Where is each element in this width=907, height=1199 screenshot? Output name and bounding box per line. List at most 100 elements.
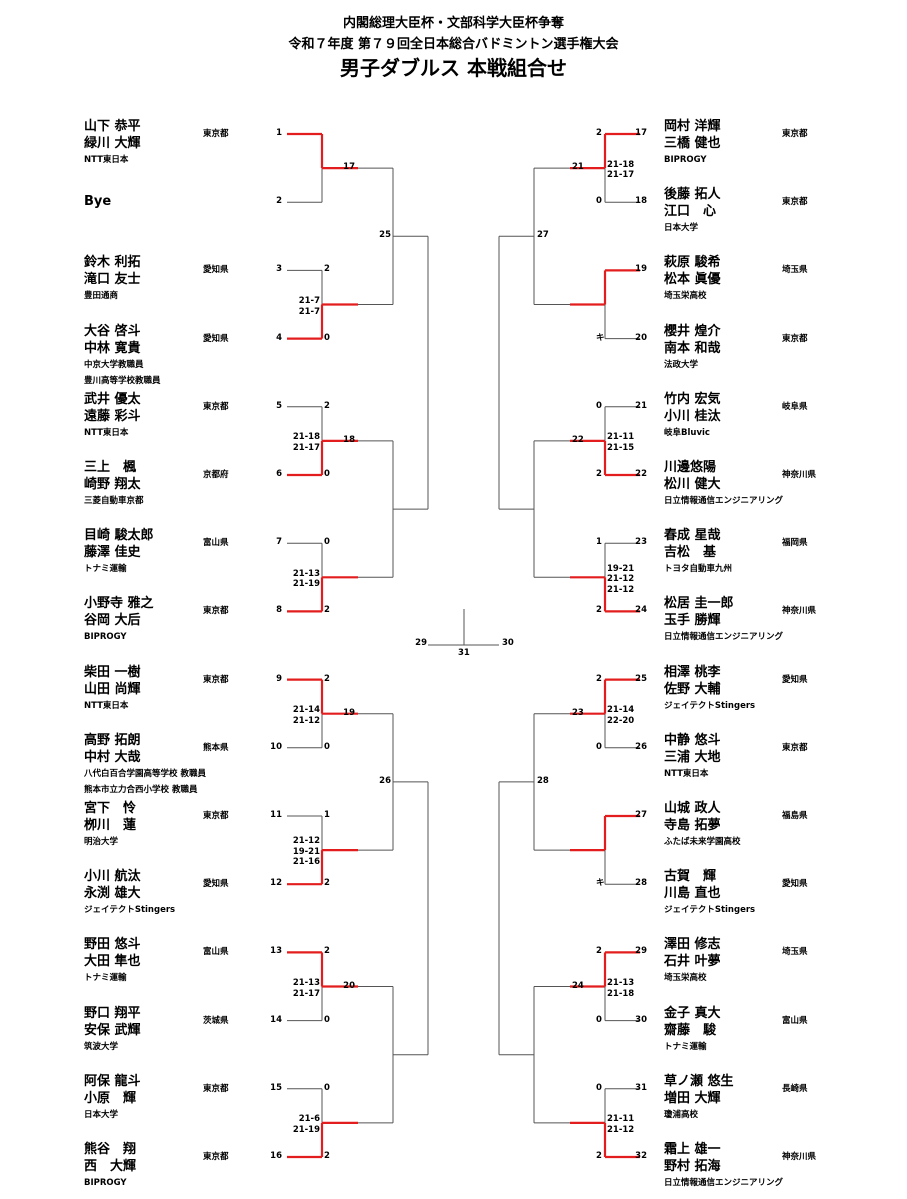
draw-number: 12 (270, 878, 282, 889)
player-name: 草ノ瀬 悠生 (664, 1073, 734, 1089)
draw-number: 2 (276, 196, 282, 207)
match-number: 28 (537, 775, 549, 786)
match-game-count: 0 (596, 1082, 602, 1093)
team-name: 瓊浦高校 (664, 1109, 699, 1120)
player-entry: 草ノ瀬 悠生増田 大輝瓊浦高校 (664, 1073, 734, 1123)
team-name: 三菱自動車京都 (84, 496, 144, 506)
match-game-count: 2 (324, 878, 330, 889)
match-game-count: 2 (596, 605, 602, 616)
match-game-count: 0 (596, 400, 602, 411)
draw-number: 10 (270, 741, 282, 752)
prefecture-label: 愛知県 (782, 674, 808, 685)
prefecture-label: 富山県 (782, 1015, 808, 1026)
draw-number: 22 (635, 469, 647, 479)
player-name: 竹内 宏気 (664, 391, 721, 407)
prefecture-label: 愛知県 (203, 879, 229, 890)
draw-number: 9 (276, 673, 282, 684)
match-game-count: 0 (596, 1014, 602, 1025)
team-name: 中京大学教職員 (84, 359, 144, 370)
player-name: 松居 圭一郎 (664, 596, 734, 612)
player-entry: 古賀 輝川島 直也ジェイテクトStingers (664, 868, 755, 918)
player-name: 安保 武輝 (84, 1022, 141, 1038)
game-score: 21-11 (607, 432, 635, 443)
player-name: 中林 寛貴 (84, 340, 141, 356)
player-name: 崎野 翔太 (84, 477, 141, 492)
prefecture-label: 茨城県 (203, 1015, 229, 1026)
game-score: 21-12 (292, 715, 320, 726)
player-entry: 大谷 啓斗中林 寛貴中京大学教職員豊川高等学校教職員 (84, 323, 161, 389)
game-score: 19-21 (607, 563, 635, 574)
prefecture-label: 神奈川県 (782, 1152, 817, 1162)
team-name: 埼玉栄高校 (664, 291, 707, 302)
player-name: 古賀 輝 (664, 869, 717, 885)
game-score: 21-13 (607, 978, 635, 988)
player-name: 相澤 桃李 (664, 664, 721, 680)
player-name: 滝口 友士 (84, 272, 141, 288)
prefecture-label: 埼玉県 (782, 947, 808, 958)
player-name: 石井 叶夢 (664, 954, 721, 970)
player-entry: 竹内 宏気小川 桂汰岐阜Bluvic (664, 391, 721, 441)
game-score: 21-6 (298, 1114, 320, 1125)
team-name: トナミ運輸 (84, 973, 127, 984)
team-name: BIPROGY (664, 155, 707, 165)
player-name: 小原 輝 (84, 1090, 137, 1106)
draw-number: 21 (635, 400, 647, 411)
game-score: 21-19 (292, 1124, 320, 1135)
match-number: 18 (343, 434, 355, 445)
player-entry: 櫻井 煌介南本 和哉法政大学 (664, 323, 721, 373)
draw-number: 28 (635, 878, 647, 889)
match-game-count: 2 (324, 946, 330, 957)
page-title: 男子ダブルス 本戦組合せ (340, 56, 567, 80)
match-game-count: 2 (596, 469, 602, 479)
player-entry: 宮下 怜栁川 蓮明治大学 (84, 800, 136, 850)
player-entry: 澤田 修志石井 叶夢埼玉栄高校 (664, 936, 721, 986)
prefecture-label: 愛知県 (782, 879, 808, 890)
game-score: 21-7 (298, 296, 320, 306)
draw-number: 18 (635, 196, 647, 207)
draw-number: 4 (276, 332, 282, 343)
player-name: 玉手 勝輝 (664, 613, 721, 629)
player-name: 武井 優太 (84, 391, 141, 407)
match-game-count: キ (596, 878, 605, 889)
team-name: NTT東日本 (84, 427, 129, 438)
match-game-count: 0 (324, 741, 330, 752)
player-entry: 金子 真大齋藤 駿トナミ運輸 (664, 1005, 721, 1055)
player-name: 櫻井 煌介 (664, 323, 721, 339)
game-score: 21-18 (607, 988, 635, 999)
player-entry: 野口 翔平安保 武輝筑波大学 (84, 1005, 141, 1055)
draw-number: 24 (635, 605, 647, 616)
player-name: 南本 和哉 (664, 340, 721, 356)
player-name: 松本 眞優 (664, 272, 721, 288)
match-game-count: 1 (596, 537, 602, 548)
match-game-count: 0 (596, 741, 602, 752)
game-score: 21-11 (607, 1114, 635, 1125)
player-name: 山下 恭平 (84, 119, 141, 134)
team-name: 日立情報通信エンジニアリング (664, 632, 784, 643)
player-entry: 春成 星哉吉松 基トヨタ自動車九州 (664, 527, 732, 577)
player-name: 栁川 蓮 (84, 818, 137, 833)
player-name: Bye (84, 194, 112, 210)
match-number: 23 (572, 707, 584, 718)
player-entry: 川邊悠陽松川 健大日立情報通信エンジニアリング (664, 459, 783, 509)
game-score: 21-12 (292, 836, 320, 847)
player-entry: 松居 圭一郎玉手 勝輝日立情報通信エンジニアリング (664, 595, 783, 645)
prefecture-label: 神奈川県 (782, 606, 817, 617)
match-game-count: キ (596, 332, 605, 343)
prefecture-label: 富山県 (203, 538, 229, 549)
match-game-count: 2 (596, 673, 602, 684)
draw-number: 15 (270, 1082, 282, 1093)
team-name: NTT東日本 (84, 155, 129, 165)
team-name: BIPROGY (84, 1178, 127, 1188)
prefecture-label: 東京都 (203, 811, 229, 821)
game-score: 21-13 (292, 568, 320, 579)
player-name: 西 大輝 (84, 1159, 137, 1174)
player-name: 春成 星哉 (664, 528, 721, 544)
player-name: 大田 隼也 (84, 954, 141, 970)
prefecture-label: 福島県 (782, 811, 808, 821)
game-score: 21-13 (292, 978, 320, 988)
player-name: 三上 楓 (84, 460, 137, 475)
team-name: 筑波大学 (84, 1041, 119, 1052)
team-name: 豊田通商 (84, 291, 119, 302)
prefecture-label: 岐阜県 (782, 401, 808, 412)
